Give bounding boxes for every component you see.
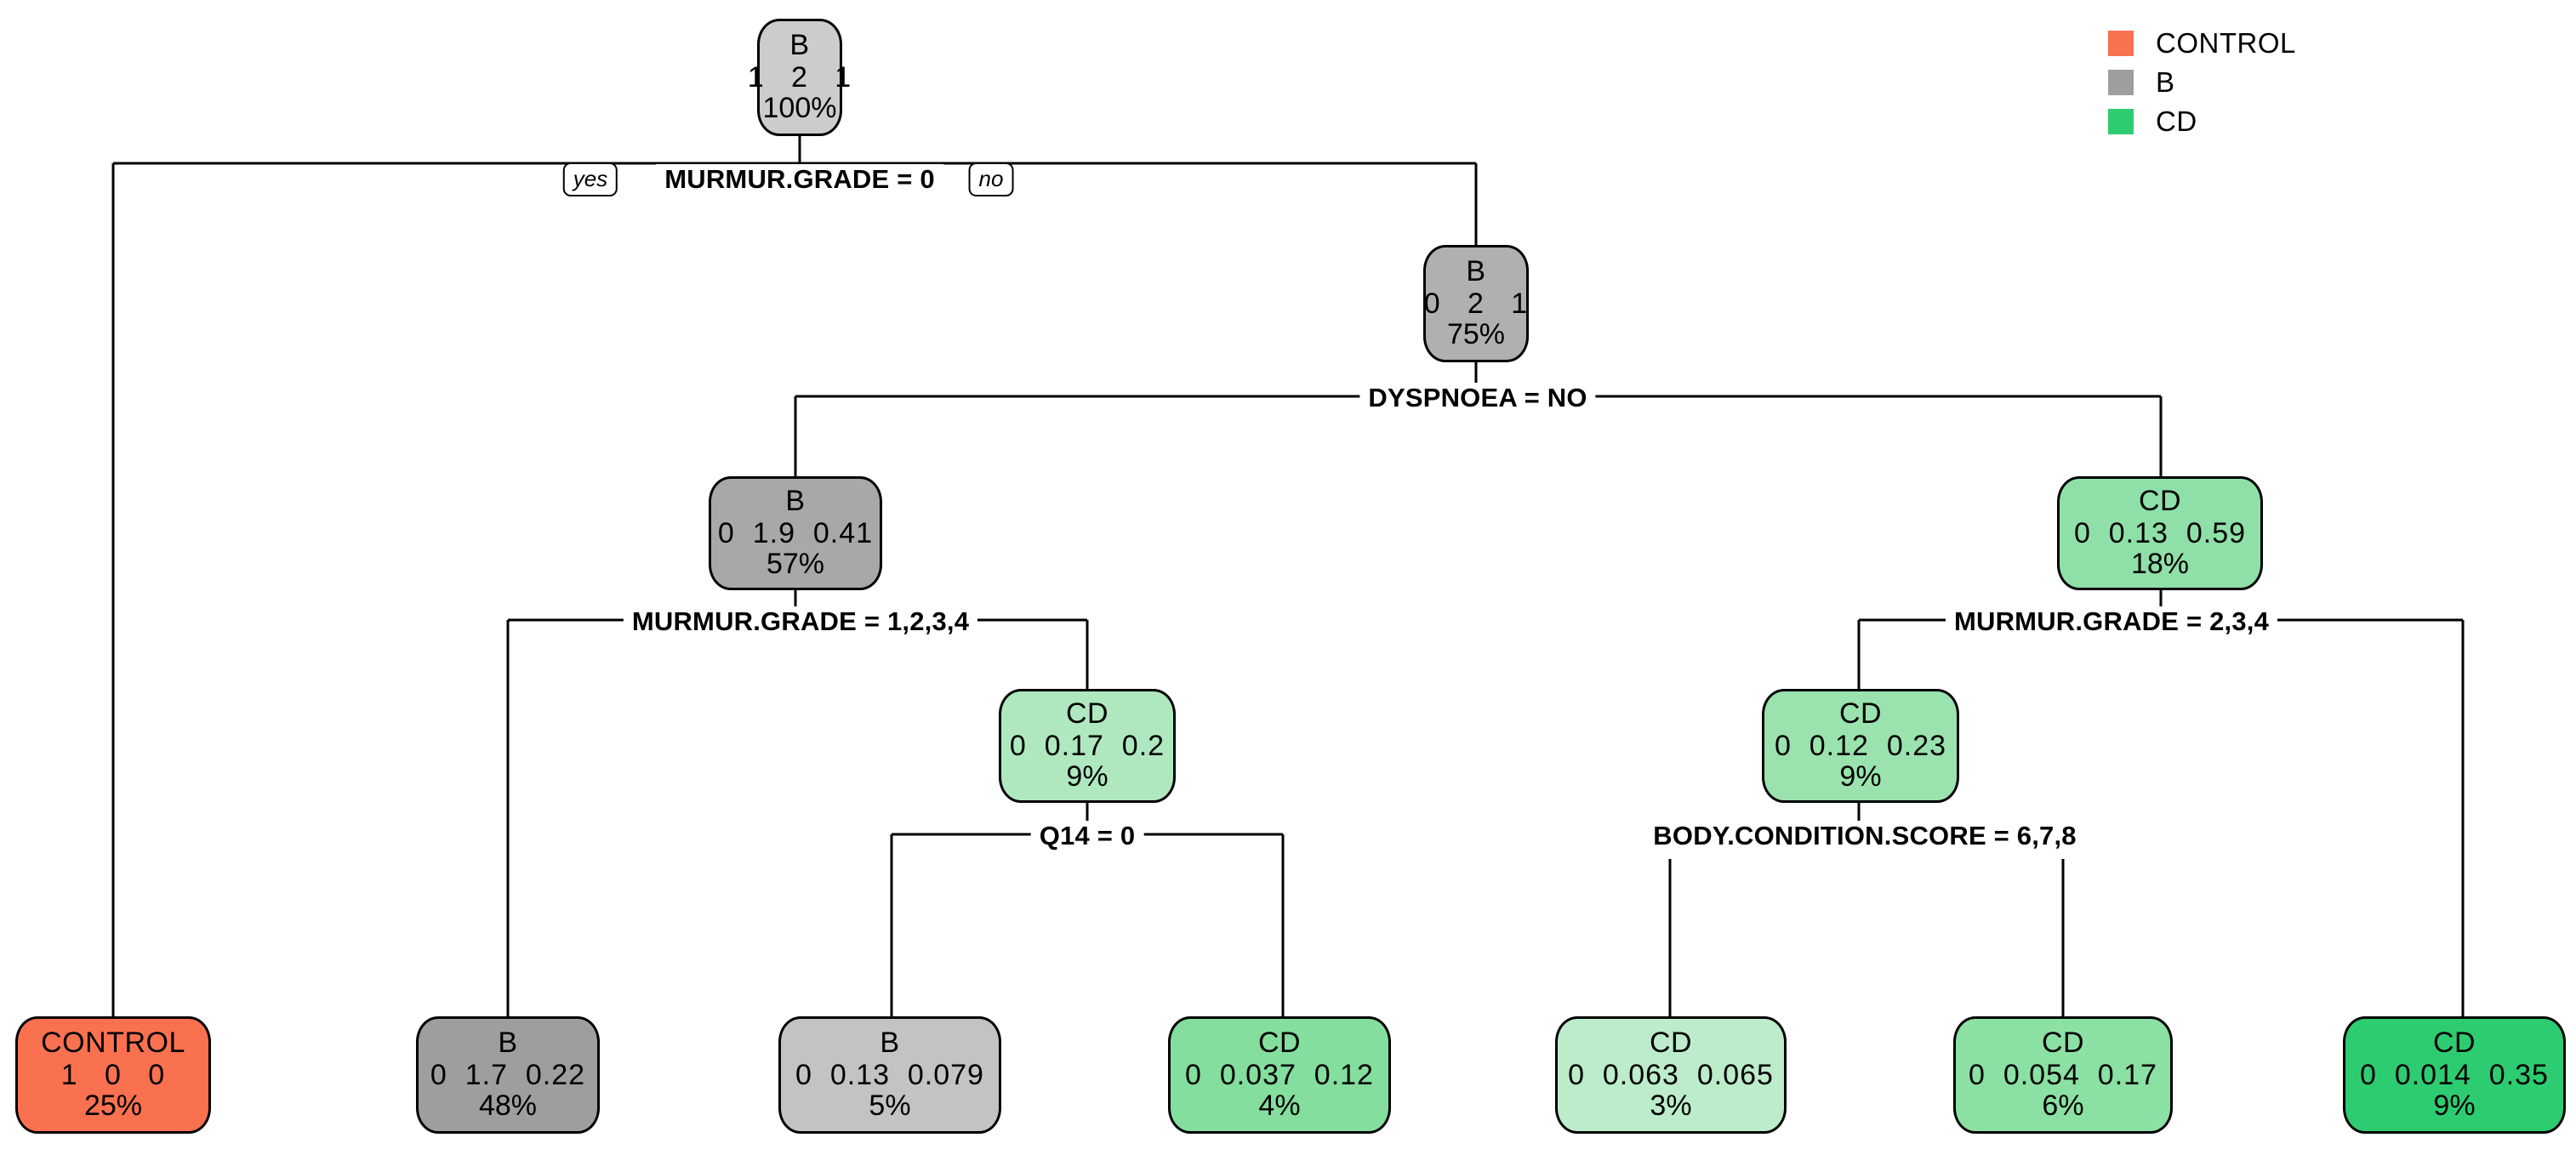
node-probabilities: 0 0.014 0.35 <box>2360 1058 2549 1091</box>
tree-node-cd-9-right[interactable]: CD 0 0.12 0.23 9% <box>1762 689 1959 803</box>
node-probabilities: 0 0.12 0.23 <box>1774 729 1947 762</box>
split-label-dyspnoea[interactable]: DYSPNOEA = NO <box>1359 383 1596 413</box>
node-probabilities: 1 0 0 <box>60 1058 166 1091</box>
node-probabilities: 1 2 1 <box>747 60 852 94</box>
node-class-label: CD <box>1065 697 1109 731</box>
node-class-label: CD <box>1257 1027 1302 1060</box>
node-class-label: CD <box>2138 485 2182 518</box>
legend-label-control: CONTROL <box>2156 27 2296 59</box>
split-label-q14[interactable]: Q14 = 0 <box>1030 821 1144 851</box>
split-label-body-condition-score[interactable]: BODY.CONDITION.SCORE = 6,7,8 <box>1644 821 2085 851</box>
node-class-label: CD <box>1649 1027 1693 1060</box>
split-label-murmur-grade-1234[interactable]: MURMUR.GRADE = 1,2,3,4 <box>623 606 978 637</box>
tree-node-leaf-cd-6[interactable]: CD 0 0.054 0.17 6% <box>1953 1016 2173 1134</box>
node-probabilities: 0 0.054 0.17 <box>1969 1058 2157 1091</box>
node-probabilities: 0 1.9 0.41 <box>717 516 874 549</box>
split-yes-label-1[interactable]: yes <box>562 162 618 196</box>
node-class-label: B <box>498 1027 518 1060</box>
node-probabilities: 0 0.037 0.12 <box>1185 1058 1374 1091</box>
tree-node-b-57[interactable]: B 0 1.9 0.41 57% <box>709 476 882 590</box>
node-class-label: CONTROL <box>41 1027 185 1060</box>
legend-swatch-cd <box>2108 109 2134 134</box>
node-probabilities: 0 0.17 0.2 <box>1009 729 1165 762</box>
node-probabilities: 0 1.7 0.22 <box>430 1058 586 1091</box>
node-class-label: CD <box>1838 697 1883 731</box>
node-percentage: 3% <box>1650 1089 1692 1123</box>
node-probabilities: 0 0.063 0.065 <box>1568 1058 1774 1091</box>
node-percentage: 48% <box>478 1089 538 1123</box>
legend-item-cd[interactable]: CD <box>2108 102 2296 141</box>
node-class-label: B <box>880 1027 900 1060</box>
node-probabilities: 0 0.13 0.59 <box>2073 516 2247 549</box>
node-class-label: CD <box>2432 1027 2476 1060</box>
legend-label-b: B <box>2156 66 2175 98</box>
tree-node-leaf-b-48[interactable]: B 0 1.7 0.22 48% <box>416 1016 600 1134</box>
tree-node-cd-9-left[interactable]: CD 0 0.17 0.2 9% <box>999 689 1176 803</box>
legend-item-control[interactable]: CONTROL <box>2108 24 2296 63</box>
node-percentage: 6% <box>2042 1089 2084 1123</box>
split-label-murmur-grade-0[interactable]: MURMUR.GRADE = 0 <box>656 164 943 195</box>
legend-swatch-control <box>2108 31 2134 56</box>
node-probabilities: 0 2 1 <box>1423 287 1529 320</box>
tree-node-leaf-b-5[interactable]: B 0 0.13 0.079 5% <box>778 1016 1001 1134</box>
tree-node-cd-18[interactable]: CD 0 0.13 0.59 18% <box>2057 476 2263 590</box>
tree-node-leaf-cd-9[interactable]: CD 0 0.014 0.35 9% <box>2343 1016 2566 1134</box>
legend-label-cd: CD <box>2156 105 2197 137</box>
node-percentage: 57% <box>766 548 825 581</box>
tree-node-leaf-cd-4[interactable]: CD 0 0.037 0.12 4% <box>1168 1016 1391 1134</box>
tree-node-b-75[interactable]: B 0 2 1 75% <box>1423 245 1529 362</box>
node-probabilities: 0 0.13 0.079 <box>795 1058 984 1091</box>
tree-node-root[interactable]: B 1 2 1 100% <box>748 19 851 136</box>
node-percentage: 4% <box>1258 1089 1301 1123</box>
node-class-label: B <box>789 29 810 62</box>
legend: CONTROL B CD <box>2108 24 2296 141</box>
node-percentage: 9% <box>2433 1089 2476 1123</box>
node-percentage: 9% <box>1066 760 1108 793</box>
node-percentage: 25% <box>83 1089 143 1123</box>
node-percentage: 100% <box>762 92 837 125</box>
split-label-murmur-grade-234[interactable]: MURMUR.GRADE = 2,3,4 <box>1945 606 2278 637</box>
node-percentage: 18% <box>2130 548 2190 581</box>
split-no-label-1[interactable]: no <box>968 162 1014 196</box>
node-class-label: CD <box>2041 1027 2085 1060</box>
legend-swatch-b <box>2108 70 2134 95</box>
tree-node-leaf-cd-3[interactable]: CD 0 0.063 0.065 3% <box>1555 1016 1787 1134</box>
node-percentage: 5% <box>869 1089 911 1123</box>
node-percentage: 9% <box>1839 760 1882 793</box>
legend-item-b[interactable]: B <box>2108 63 2296 102</box>
node-class-label: B <box>1466 255 1486 288</box>
node-percentage: 75% <box>1446 318 1506 351</box>
tree-node-leaf-control[interactable]: CONTROL 1 0 0 25% <box>15 1016 211 1134</box>
node-class-label: B <box>785 485 806 518</box>
